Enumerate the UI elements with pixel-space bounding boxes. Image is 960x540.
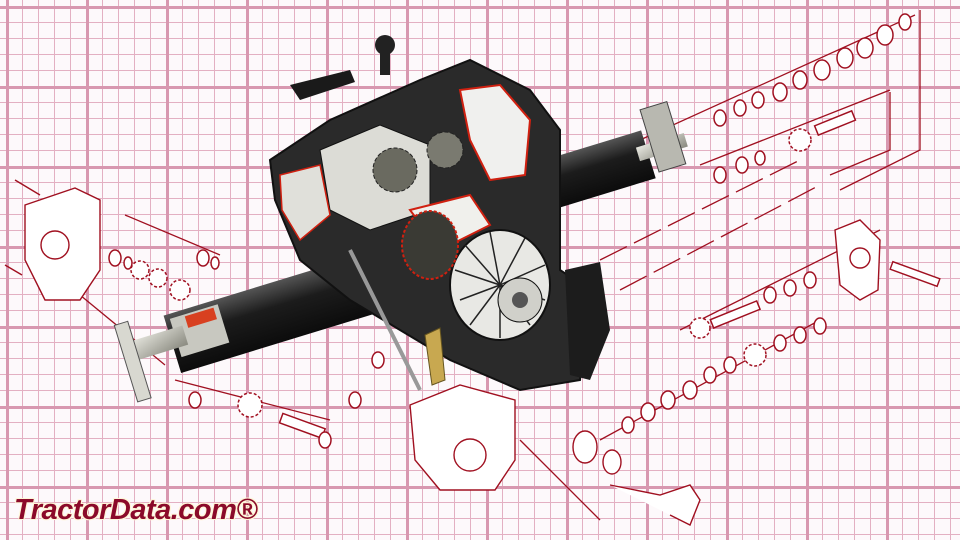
upper-gear-chain: [713, 13, 912, 184]
left-gear-chain: [108, 249, 385, 449]
lower-gear-chain: [621, 271, 827, 434]
tractordata-watermark: TractorData.com®: [14, 494, 258, 526]
transmission-cutaway: [113, 35, 688, 403]
right-side-cover: [834, 219, 941, 301]
lower-housing: [409, 384, 701, 526]
left-side-cover: [4, 179, 101, 301]
